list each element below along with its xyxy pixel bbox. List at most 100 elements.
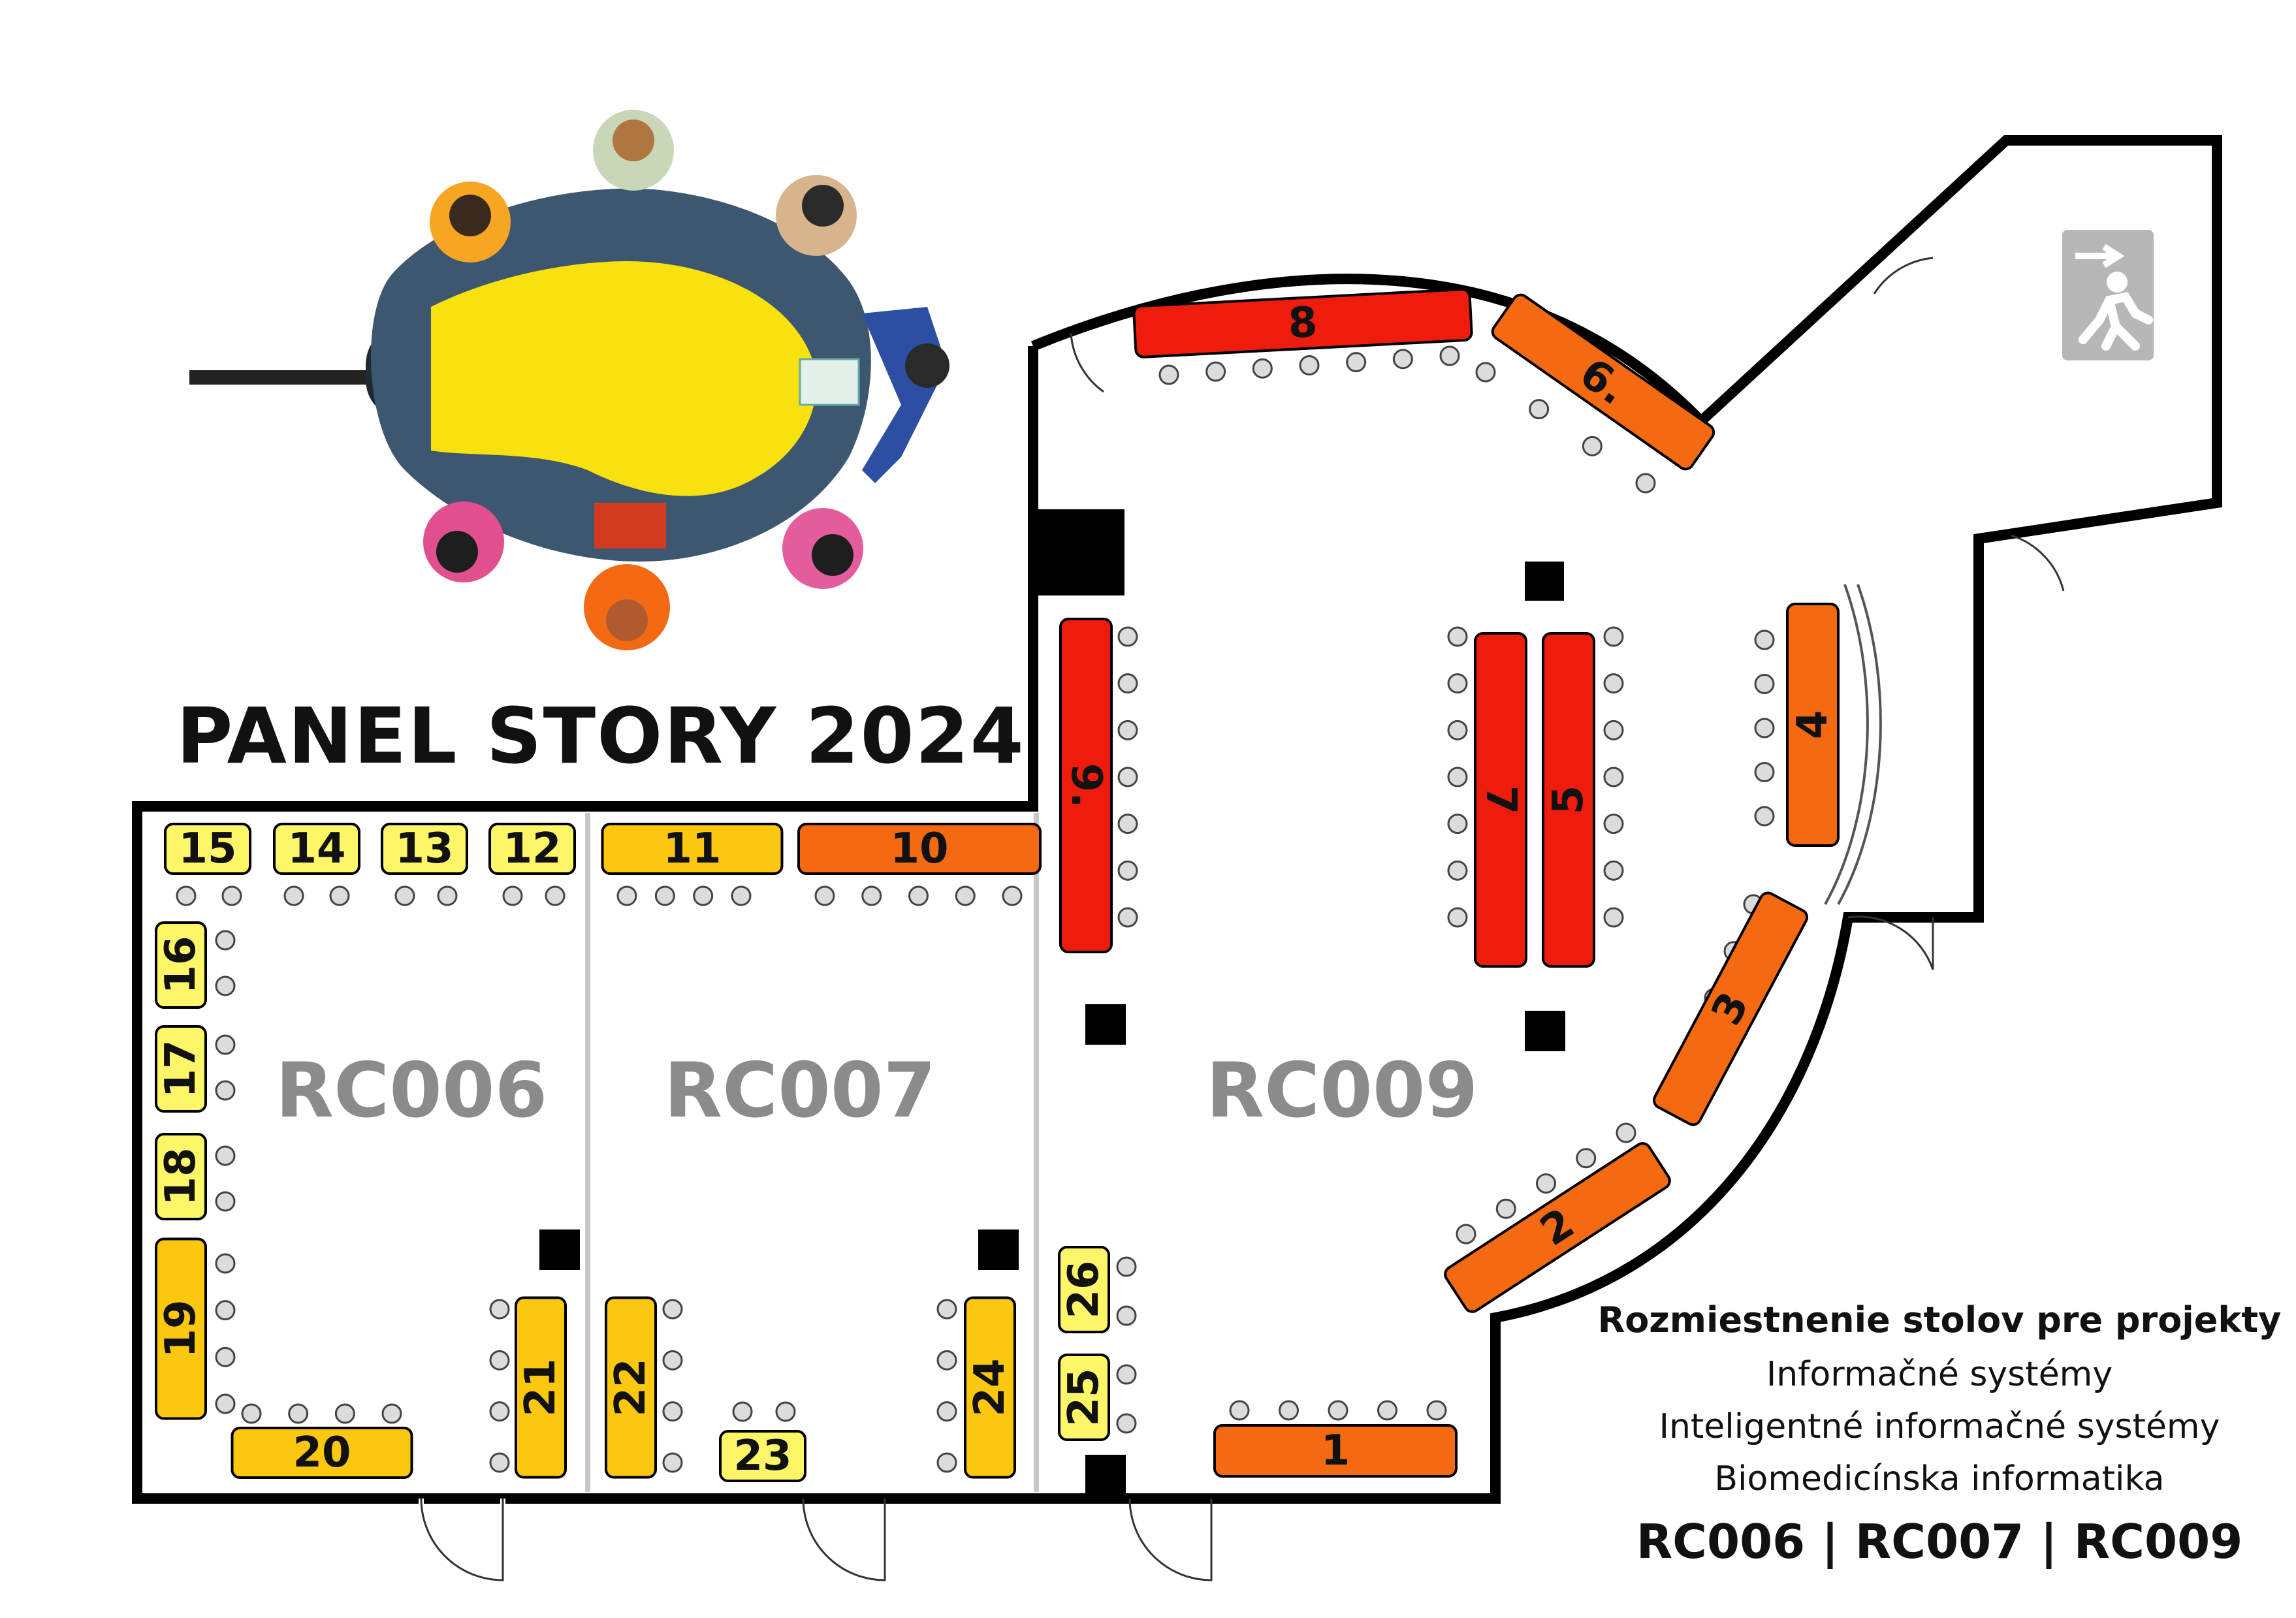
chair — [334, 1403, 355, 1424]
chair — [693, 885, 714, 906]
table-20-label: 20 — [293, 1429, 351, 1477]
meeting-table-illustration — [189, 110, 949, 650]
chair — [908, 885, 929, 906]
table-7-surface — [1474, 632, 1527, 968]
table-26-label: 26 — [1060, 1260, 1108, 1318]
table-15-label: 15 — [178, 825, 236, 873]
chair — [545, 885, 566, 906]
chair — [1002, 885, 1023, 906]
table-1-label: 1 — [1321, 1427, 1350, 1475]
chair — [1447, 720, 1468, 740]
table-15-surface — [164, 823, 251, 875]
chair — [1447, 907, 1468, 928]
chair — [1635, 473, 1656, 494]
chair — [489, 1401, 510, 1422]
chair — [1603, 626, 1624, 647]
chair — [955, 885, 976, 906]
chair — [215, 1300, 236, 1321]
legend-rooms: RC006 | RC007 | RC009 — [1636, 1514, 2243, 1569]
table-19: 19 — [155, 1237, 207, 1420]
chair — [1495, 1198, 1516, 1219]
chair — [215, 1080, 236, 1101]
chair — [1117, 720, 1138, 740]
chair — [1754, 806, 1775, 827]
table-7: 7 — [1474, 632, 1527, 968]
chair — [241, 1403, 262, 1424]
table-25-surface — [1058, 1354, 1110, 1441]
doors — [419, 257, 2065, 1583]
chair — [731, 885, 752, 906]
chair — [662, 1452, 683, 1473]
legend-item: Informačné systémy — [1766, 1355, 2113, 1394]
chair — [1158, 364, 1179, 385]
table-26: 26 — [1058, 1246, 1110, 1333]
chair — [1299, 355, 1320, 375]
table-20: 20 — [231, 1427, 413, 1479]
table-17-surface — [155, 1025, 207, 1113]
table-5: 5 — [1542, 632, 1595, 968]
chair — [221, 885, 242, 906]
chair — [215, 1393, 236, 1414]
chair — [489, 1350, 510, 1371]
chair — [1475, 362, 1496, 383]
table-18-surface — [155, 1133, 207, 1220]
chair — [1754, 629, 1775, 650]
table-16: 16 — [155, 921, 207, 1009]
table-13-label: 13 — [395, 825, 453, 873]
table-11: 11 — [601, 823, 784, 875]
chair — [1616, 1122, 1636, 1143]
table-22-label: 22 — [607, 1358, 655, 1416]
table-13: 13 — [381, 823, 468, 875]
legend: Rozmiestnenie stolov pre projekty Inform… — [1580, 1299, 2296, 1569]
table-21: 21 — [515, 1296, 567, 1479]
table-16-surface — [155, 921, 207, 1009]
chair — [1603, 767, 1624, 787]
chair — [1754, 674, 1775, 694]
chair — [1603, 814, 1624, 834]
table-7-label: 7 — [1476, 785, 1525, 815]
chair — [1117, 767, 1138, 787]
table-23: 23 — [719, 1430, 806, 1482]
chair — [1754, 762, 1775, 782]
chair — [1447, 673, 1468, 694]
chair — [288, 1403, 309, 1424]
table-14: 14 — [273, 823, 360, 875]
chair — [215, 1191, 236, 1212]
chair — [1116, 1305, 1137, 1326]
room-label-rc007: RC007 — [664, 1047, 936, 1135]
chair — [936, 1401, 957, 1422]
chair — [437, 885, 458, 906]
chair — [1117, 673, 1138, 694]
table-6-surface — [1491, 293, 1715, 471]
chair — [616, 885, 637, 906]
document — [799, 358, 860, 406]
table-18: 18 — [155, 1133, 207, 1220]
chair — [1447, 767, 1468, 787]
chair — [1279, 1400, 1299, 1421]
chair — [1117, 860, 1138, 881]
chair — [1252, 358, 1273, 379]
table-3-surface — [1652, 891, 1809, 1126]
chair — [1117, 814, 1138, 834]
table-11-label: 11 — [663, 825, 721, 873]
table-25-label: 25 — [1060, 1368, 1108, 1426]
table-24-label: 24 — [966, 1358, 1014, 1416]
chair — [215, 1346, 236, 1367]
chair — [215, 1253, 236, 1274]
table-4-surface — [1786, 603, 1840, 847]
table-15: 15 — [164, 823, 251, 875]
chair — [936, 1350, 957, 1371]
table-9-label: 9. — [1062, 763, 1110, 808]
table-14-label: 14 — [287, 825, 345, 873]
chair — [662, 1299, 683, 1320]
chair — [1447, 860, 1468, 881]
table-10: 10 — [797, 823, 1042, 875]
chair — [1447, 626, 1468, 647]
table-9-surface — [1059, 618, 1113, 953]
table-11-surface — [601, 823, 784, 875]
chair — [215, 1145, 236, 1166]
chair — [1377, 1400, 1397, 1421]
chair — [1603, 673, 1624, 694]
table-19-surface — [155, 1237, 207, 1420]
glass-wall — [1824, 584, 1869, 905]
